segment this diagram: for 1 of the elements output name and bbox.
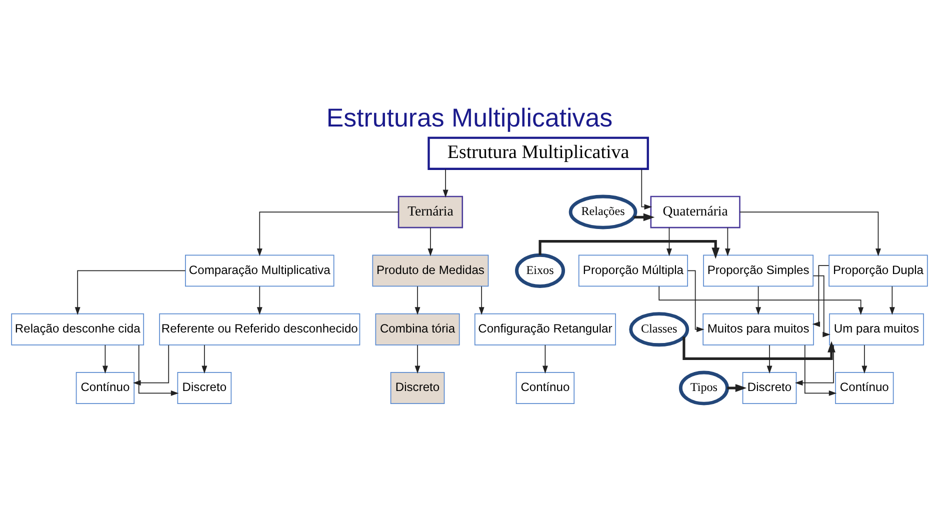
diagram-title: Estruturas Multiplicativas [326, 104, 613, 133]
